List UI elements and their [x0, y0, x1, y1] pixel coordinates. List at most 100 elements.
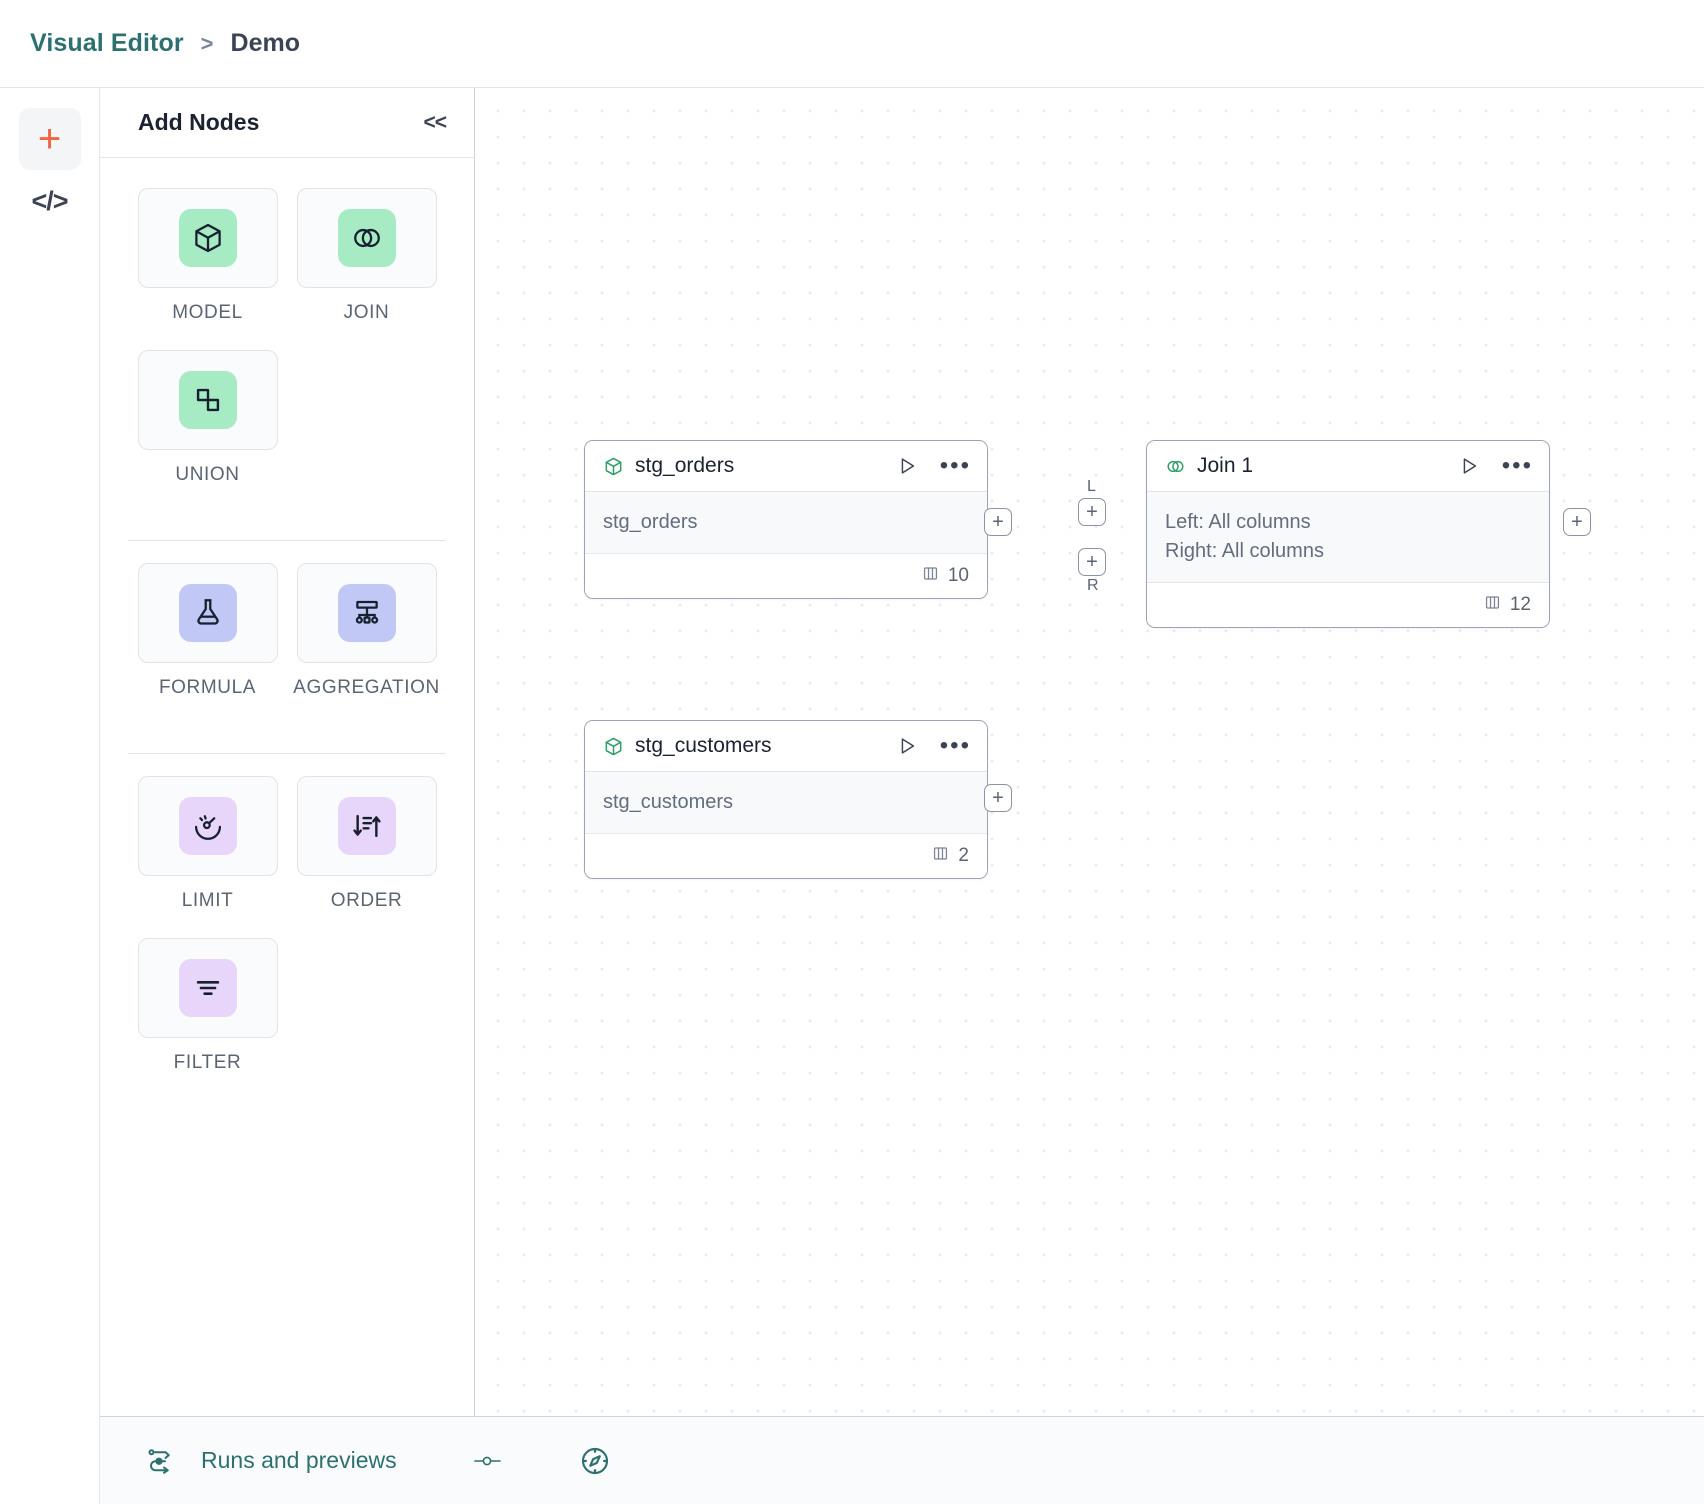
palette-item-filter[interactable]: FILTER — [128, 938, 287, 1074]
join-output-handle[interactable]: + — [1563, 508, 1591, 536]
node-actions: ••• — [1458, 452, 1533, 479]
columns-icon — [921, 564, 940, 589]
cube-icon — [178, 209, 237, 267]
node-body: Left: All columns Right: All columns — [1147, 492, 1549, 583]
node-footer: 12 — [1147, 583, 1549, 627]
node-output-handle-stg-customers[interactable]: + — [984, 784, 1012, 812]
gauge-icon — [178, 797, 237, 855]
join-left-input-label: L — [1087, 478, 1096, 495]
runs-and-previews-label[interactable]: Runs and previews — [201, 1447, 397, 1473]
palette-tile — [296, 188, 437, 288]
palette-item-aggregation[interactable]: AGGREGATION — [287, 563, 446, 699]
collapse-panel-button[interactable]: << — [423, 110, 447, 134]
palette-item-model[interactable]: MODEL — [128, 188, 287, 324]
column-count-value: 10 — [947, 565, 969, 586]
breadcrumb-current: Demo — [230, 29, 300, 57]
venn-circles-icon — [337, 209, 396, 267]
palette-group-sources: MODEL JOIN — [128, 188, 446, 512]
left-rail: + </> — [0, 88, 100, 1504]
breadcrumb-root[interactable]: Visual Editor — [30, 29, 184, 57]
node-body-line-left: Left: All columns — [1165, 511, 1311, 533]
palette-tile — [296, 563, 437, 663]
palette-item-order[interactable]: ORDER — [287, 776, 446, 912]
node-header: Join 1 ••• — [1147, 441, 1549, 492]
palette-tile — [296, 776, 437, 876]
node-body: stg_customers — [585, 772, 987, 834]
flow-runs-icon[interactable] — [145, 1446, 175, 1476]
palette-label: UNION — [175, 464, 240, 485]
node-output-handle-stg-orders[interactable]: + — [984, 508, 1012, 536]
palette-item-formula[interactable]: FORMULA — [128, 563, 287, 699]
column-count: 12 — [1483, 593, 1531, 618]
breadcrumb-separator: > — [200, 30, 214, 56]
palette-item-limit[interactable]: LIMIT — [128, 776, 287, 912]
node-footer: 2 — [585, 834, 987, 878]
palette-label: MODEL — [172, 302, 243, 323]
palette-label: AGGREGATION — [293, 677, 440, 698]
more-dots-icon[interactable]: ••• — [939, 452, 971, 479]
play-icon[interactable] — [896, 455, 918, 477]
columns-icon — [931, 844, 950, 869]
app-body: + </> Add Nodes << — [0, 88, 1704, 1504]
code-view-rail-button[interactable]: </> — [19, 170, 81, 232]
sort-arrows-icon — [337, 797, 396, 855]
panel-title: Add Nodes — [138, 109, 260, 135]
hierarchy-icon — [337, 584, 396, 642]
app-header: Visual Editor > Demo — [0, 0, 1704, 88]
cube-icon — [603, 456, 624, 477]
more-dots-icon[interactable]: ••• — [939, 732, 971, 759]
palette-tile — [137, 188, 278, 288]
code-icon: </> — [31, 185, 68, 216]
node-body: stg_orders — [585, 492, 987, 554]
plus-icon: + — [37, 117, 62, 161]
palette-tile — [137, 938, 278, 1038]
filter-lines-icon — [178, 959, 237, 1017]
palette-group-transforms: FORMULA AGGREGATION — [128, 563, 446, 725]
column-count: 2 — [931, 844, 969, 869]
node-body-line: stg_customers — [603, 791, 734, 813]
join-right-input-handle[interactable]: + — [1078, 548, 1106, 576]
palette-divider — [128, 540, 446, 541]
venn-circles-icon — [1165, 456, 1186, 477]
flow-canvas[interactable]: stg_orders ••• stg_orders — [475, 88, 1704, 1504]
flow-node-join-1[interactable]: Join 1 ••• Left: All columns Right: All … — [1146, 440, 1550, 628]
palette-label: FORMULA — [158, 677, 257, 698]
union-shapes-icon — [178, 371, 237, 429]
node-title: stg_orders — [635, 454, 735, 477]
flask-icon — [178, 584, 237, 642]
palette-item-join[interactable]: JOIN — [287, 188, 446, 324]
add-node-rail-button[interactable]: + — [18, 108, 81, 170]
edge-layer — [475, 88, 775, 238]
columns-icon — [1483, 593, 1502, 618]
bottom-bar: Runs and previews — [100, 1416, 1704, 1504]
more-dots-icon[interactable]: ••• — [1501, 452, 1533, 479]
flow-node-stg-customers[interactable]: stg_customers ••• stg_customers — [584, 720, 988, 879]
column-count: 10 — [921, 564, 969, 589]
palette-tile — [137, 350, 278, 450]
node-header: stg_customers ••• — [585, 721, 987, 772]
slider-toggle-icon[interactable] — [471, 1446, 505, 1476]
palette-label: JOIN — [343, 302, 390, 323]
node-title: stg_customers — [635, 734, 772, 757]
flow-node-stg-orders[interactable]: stg_orders ••• stg_orders — [584, 440, 988, 599]
cube-icon — [603, 736, 624, 757]
palette-label: FILTER — [173, 1052, 242, 1073]
palette-divider — [128, 753, 446, 754]
join-right-input-label: R — [1087, 577, 1099, 594]
node-header: stg_orders ••• — [585, 441, 987, 492]
node-body-line-right: Right: All columns — [1165, 540, 1324, 562]
play-icon[interactable] — [1458, 455, 1480, 477]
palette-label: ORDER — [330, 890, 403, 911]
palette-label: LIMIT — [181, 890, 234, 911]
node-actions: ••• — [896, 452, 971, 479]
panel-body: MODEL JOIN — [100, 158, 474, 1504]
column-count-value: 2 — [958, 845, 969, 866]
play-icon[interactable] — [896, 735, 918, 757]
join-left-input-handle[interactable]: + — [1078, 498, 1106, 526]
palette-tile — [137, 563, 278, 663]
node-body-line: stg_orders — [603, 511, 698, 533]
panel-header: Add Nodes << — [100, 88, 474, 158]
node-footer: 10 — [585, 554, 987, 598]
compass-icon[interactable] — [579, 1445, 611, 1477]
palette-item-union[interactable]: UNION — [128, 350, 287, 486]
